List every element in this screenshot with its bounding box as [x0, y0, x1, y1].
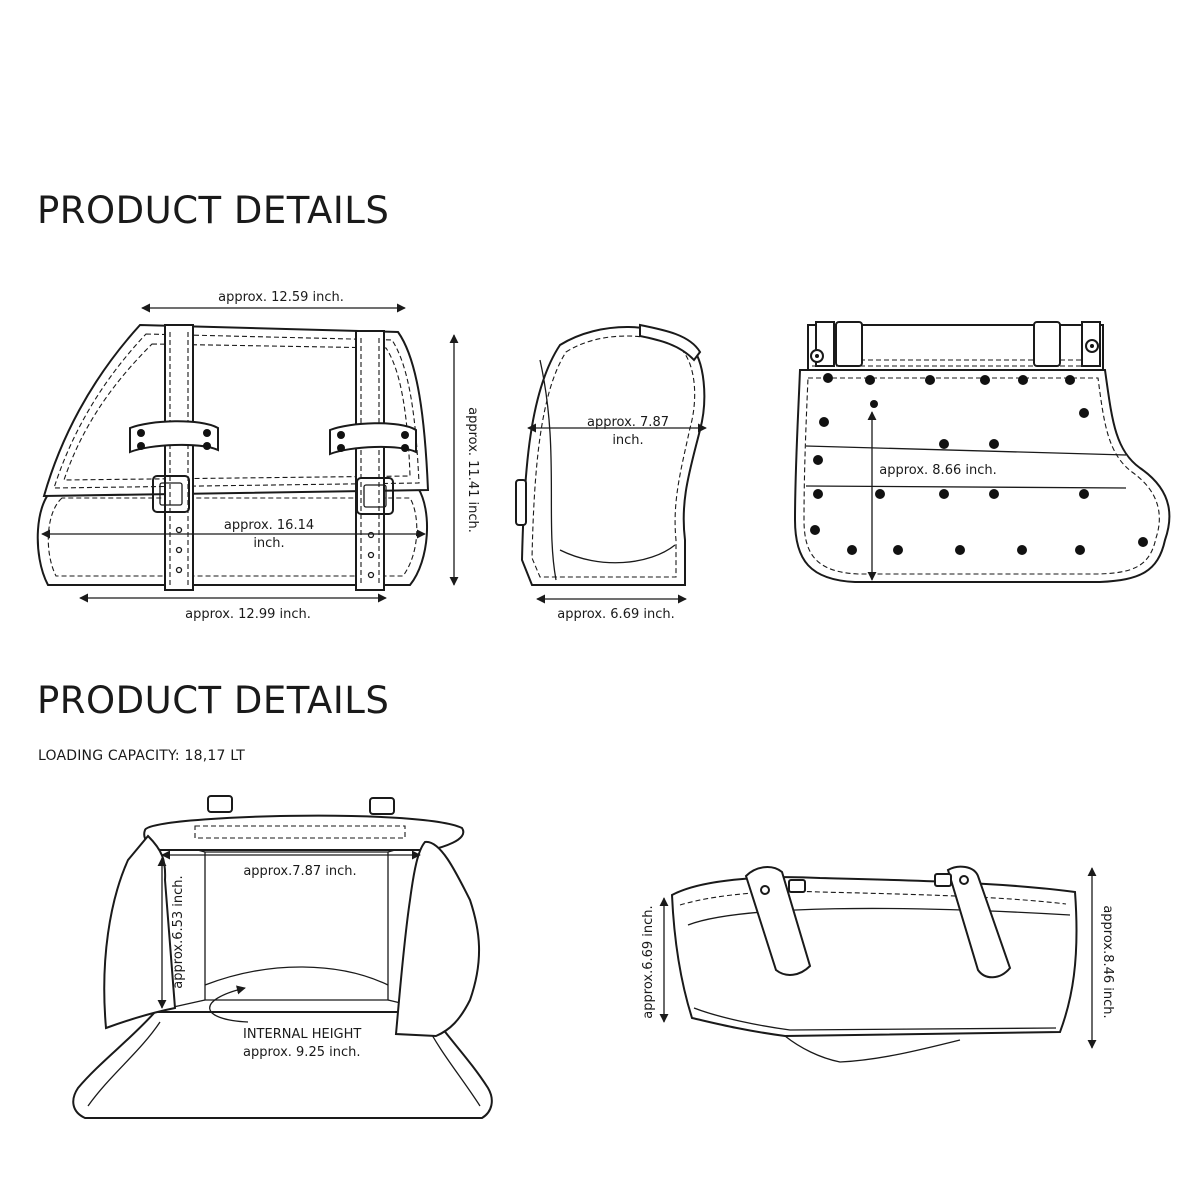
front-view-bag [36, 323, 430, 591]
side-depth-1: approx. 7.87 [587, 415, 669, 430]
front-dimension-lines [41, 303, 459, 603]
open-inner-height: approx.6.53 inch. [171, 875, 186, 988]
front-height: approx. 11.41 inch. [465, 407, 480, 533]
side-dimension-lines [527, 423, 707, 604]
loading-capacity: LOADING CAPACITY: 18,17 LT [38, 748, 246, 764]
side-view-bag [515, 323, 706, 586]
internal-height-value: approx. 9.25 inch. [243, 1045, 361, 1060]
section-title-product-details: PRODUCT DETAILS [37, 189, 390, 232]
angle-view-bag [670, 865, 1078, 1063]
side-bottom-depth: approx. 6.69 inch. [557, 607, 675, 622]
front-middle-width-2: inch. [253, 536, 284, 551]
side-depth-2: inch. [612, 433, 643, 448]
front-middle-width-1: approx. 16.14 [224, 518, 314, 533]
section-title-product-details-2: PRODUCT DETAILS [37, 679, 390, 722]
back-height: approx. 8.66 inch. [879, 463, 997, 478]
open-view-bag [72, 795, 493, 1119]
angle-right-height: approx.8.46 inch. [1100, 905, 1115, 1018]
open-dimension-lines [157, 850, 421, 1009]
front-bottom-width: approx. 12.99 inch. [185, 607, 311, 622]
front-top-width: approx. 12.59 inch. [218, 290, 344, 305]
back-view-bag [793, 321, 1171, 583]
internal-height-label: INTERNAL HEIGHT [243, 1027, 361, 1042]
open-inner-width: approx.7.87 inch. [243, 864, 356, 879]
angle-left-height: approx.6.69 inch. [641, 905, 656, 1018]
angle-dimension-lines [659, 867, 1097, 1049]
